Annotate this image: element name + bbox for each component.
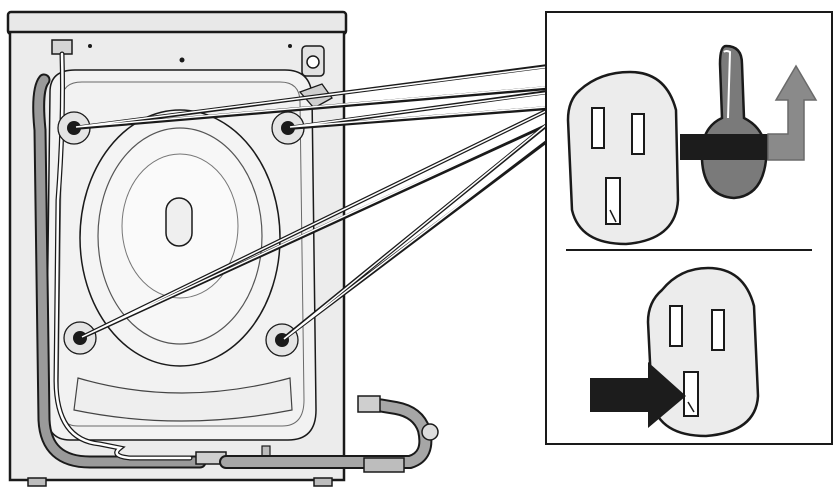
bottom-service-area [73, 377, 293, 422]
callout-line-top-right [287, 90, 549, 130]
callout-line-bottom-left [79, 108, 549, 340]
up-arrow [767, 64, 818, 161]
machine-foot-right [313, 477, 333, 487]
fitting-top-right [301, 45, 325, 77]
cover-slot-bottom [605, 177, 621, 225]
machine-lid [6, 10, 348, 36]
right-arrow [590, 362, 686, 428]
hose-bend-support [219, 395, 439, 473]
cover-slot-bottom [683, 371, 699, 417]
callout-line-top-left [73, 64, 549, 130]
detail-top-transport-bolt [566, 44, 818, 246]
bolt-cover-plate-top [566, 70, 680, 246]
cover-slot-left [591, 107, 605, 149]
cover-slot-left [669, 305, 683, 347]
drain-hose-inner [34, 75, 205, 467]
supply-hose-inner [54, 52, 192, 460]
screw-dot [88, 44, 92, 48]
callout-lines [73, 64, 550, 342]
drum-hub [165, 197, 193, 247]
washing-machine-rear [6, 10, 348, 487]
detail-panel [545, 11, 833, 445]
bolt-shaft [680, 134, 768, 160]
cover-slot-right [711, 309, 725, 351]
callout-line-bottom-right [280, 122, 550, 342]
machine-foot-left [27, 477, 47, 487]
screw-dot [179, 57, 185, 63]
detail-bottom-keyhole-cover [590, 266, 760, 438]
screw-dot [288, 44, 292, 48]
cover-slot-right [631, 113, 645, 155]
